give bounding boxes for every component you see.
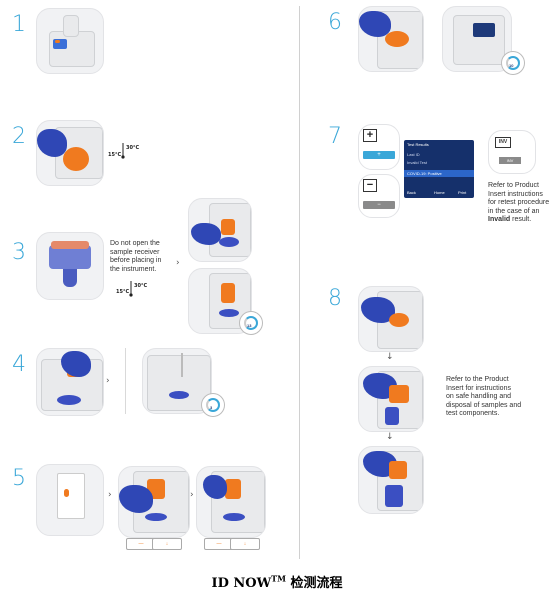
step3-thermometer-icon (129, 281, 133, 297)
step-number-5: 5 (12, 466, 26, 491)
caption-tail: 检测流程 (285, 576, 343, 591)
step3-temp-low: 15°C (116, 289, 130, 295)
step3-line-2: sample receiver (110, 248, 160, 256)
step3-temp-high: 30°C (134, 283, 148, 289)
step7-screen-header: Test Results (407, 142, 429, 147)
step7-footer-back: Back (407, 190, 416, 195)
step3-arrow-icon: › (176, 258, 180, 268)
step3-timer-label: 13 (247, 323, 252, 328)
step-number-6: 6 (328, 10, 342, 35)
step4-timer-label: 3 (210, 405, 213, 410)
figure-caption: ID NOWTM 检测流程 (0, 572, 554, 591)
step8-arrow-icon-1: ↓ (386, 352, 394, 362)
step-number-1: 1 (12, 12, 26, 37)
step7-note-line-1: Refer to Product (488, 182, 539, 189)
step8-remove-photo (358, 286, 424, 352)
step7-inv-box: INV (495, 137, 511, 148)
step7-invalid-panel: INV INV (488, 130, 536, 174)
minus-icon: − (363, 179, 377, 192)
step3-line-4: the instrument. (110, 265, 157, 273)
step6-timer-label: 10 (509, 63, 514, 68)
step4-place-receiver-photo (36, 348, 104, 416)
step-number-7: 7 (328, 124, 342, 149)
step7-note-text: Refer to Product Insert instructions for… (488, 182, 554, 225)
step4-separator-line (125, 348, 126, 414)
step3-wait-photo (188, 268, 252, 334)
caption-sup: TM (271, 573, 286, 584)
step8-note-line-5: test components. (446, 410, 500, 417)
step8-arrow-icon-2: ↓ (386, 432, 394, 442)
step8-note-text: Refer to the Product Insert for instruct… (446, 376, 546, 419)
step-number-4: 4 (12, 352, 26, 377)
step3-instruction-text: Do not open the sample receiver before p… (110, 240, 180, 274)
step5-transfer-photo (118, 466, 190, 538)
step7-negative-bar: − (363, 201, 395, 209)
step5-tag-2: ↓ (152, 538, 182, 550)
step7-screen-row-1: Last ID (407, 152, 420, 157)
step7-note-line-3: for retest procedure (488, 199, 550, 206)
step4-timer-icon (202, 394, 224, 416)
step2-placing-base-photo (36, 120, 104, 186)
step2-thermometer-icon (121, 143, 125, 159)
step7-note-end: result. (510, 216, 532, 223)
step7-footer-print: Print (458, 190, 467, 195)
step8-lift-photo (358, 366, 424, 432)
step7-inv-bar: INV (499, 157, 521, 164)
step4-lid-close-photo (142, 348, 212, 414)
step3-timer-icon (240, 312, 262, 334)
step5-tag-4: ↓ (230, 538, 260, 550)
step8-note-line-3: on safe handling and (446, 393, 511, 400)
step7-note-line-5: Invalid result. (488, 216, 554, 225)
step7-note-line-4: in the case of an (488, 207, 540, 215)
plus-icon: + (363, 129, 377, 142)
step5-swab-package-photo (36, 464, 104, 536)
step-number-2: 2 (12, 124, 26, 149)
step7-note-bold: Invalid (488, 216, 511, 223)
step6-timer-icon (502, 52, 524, 74)
step7-screen-row-2: Invalid Test (407, 160, 427, 165)
step-number-8: 8 (328, 286, 342, 311)
step2-temp-high: 30°C (126, 145, 140, 151)
step7-note-line-2: Insert instructions (488, 190, 543, 198)
step7-positive-panel: + + (358, 124, 400, 170)
step7-negative-panel: − − (358, 174, 400, 218)
step8-note-line-1: Refer to the Product (446, 376, 509, 383)
step8-note-line-2: Insert for instructions (446, 384, 511, 392)
column-divider (299, 6, 300, 559)
step5-tag-3: — (204, 538, 234, 550)
step5-mix-photo (196, 466, 266, 538)
step6-close-lid-photo (358, 6, 424, 72)
step7-screen-highlight: COVID-19: Positive (404, 170, 474, 177)
step2-temp-low: 15°C (108, 152, 122, 158)
step-number-3: 3 (12, 240, 26, 265)
step8-dispose-photo (358, 446, 424, 514)
step3-insert-photo (188, 198, 252, 262)
step3-line-3: before placing in (110, 257, 162, 264)
step3-line-1: Do not open the (110, 240, 160, 247)
caption-main: ID NOW (211, 576, 272, 591)
step8-note-line-4: disposal of samples and (446, 401, 522, 409)
step3-sample-receiver-photo (36, 232, 104, 300)
step7-footer-home: Home (434, 190, 445, 195)
step5-arrow-icon-1: › (108, 490, 112, 500)
step7-results-screen: Test Results Last ID Invalid Test COVID-… (404, 140, 474, 198)
step4-arrow-icon: › (106, 376, 110, 386)
step7-positive-bar: + (363, 151, 395, 159)
step6-instrument-photo (442, 6, 512, 72)
step1-instrument-photo (36, 8, 104, 74)
step5-arrow-icon-2: › (190, 490, 194, 500)
